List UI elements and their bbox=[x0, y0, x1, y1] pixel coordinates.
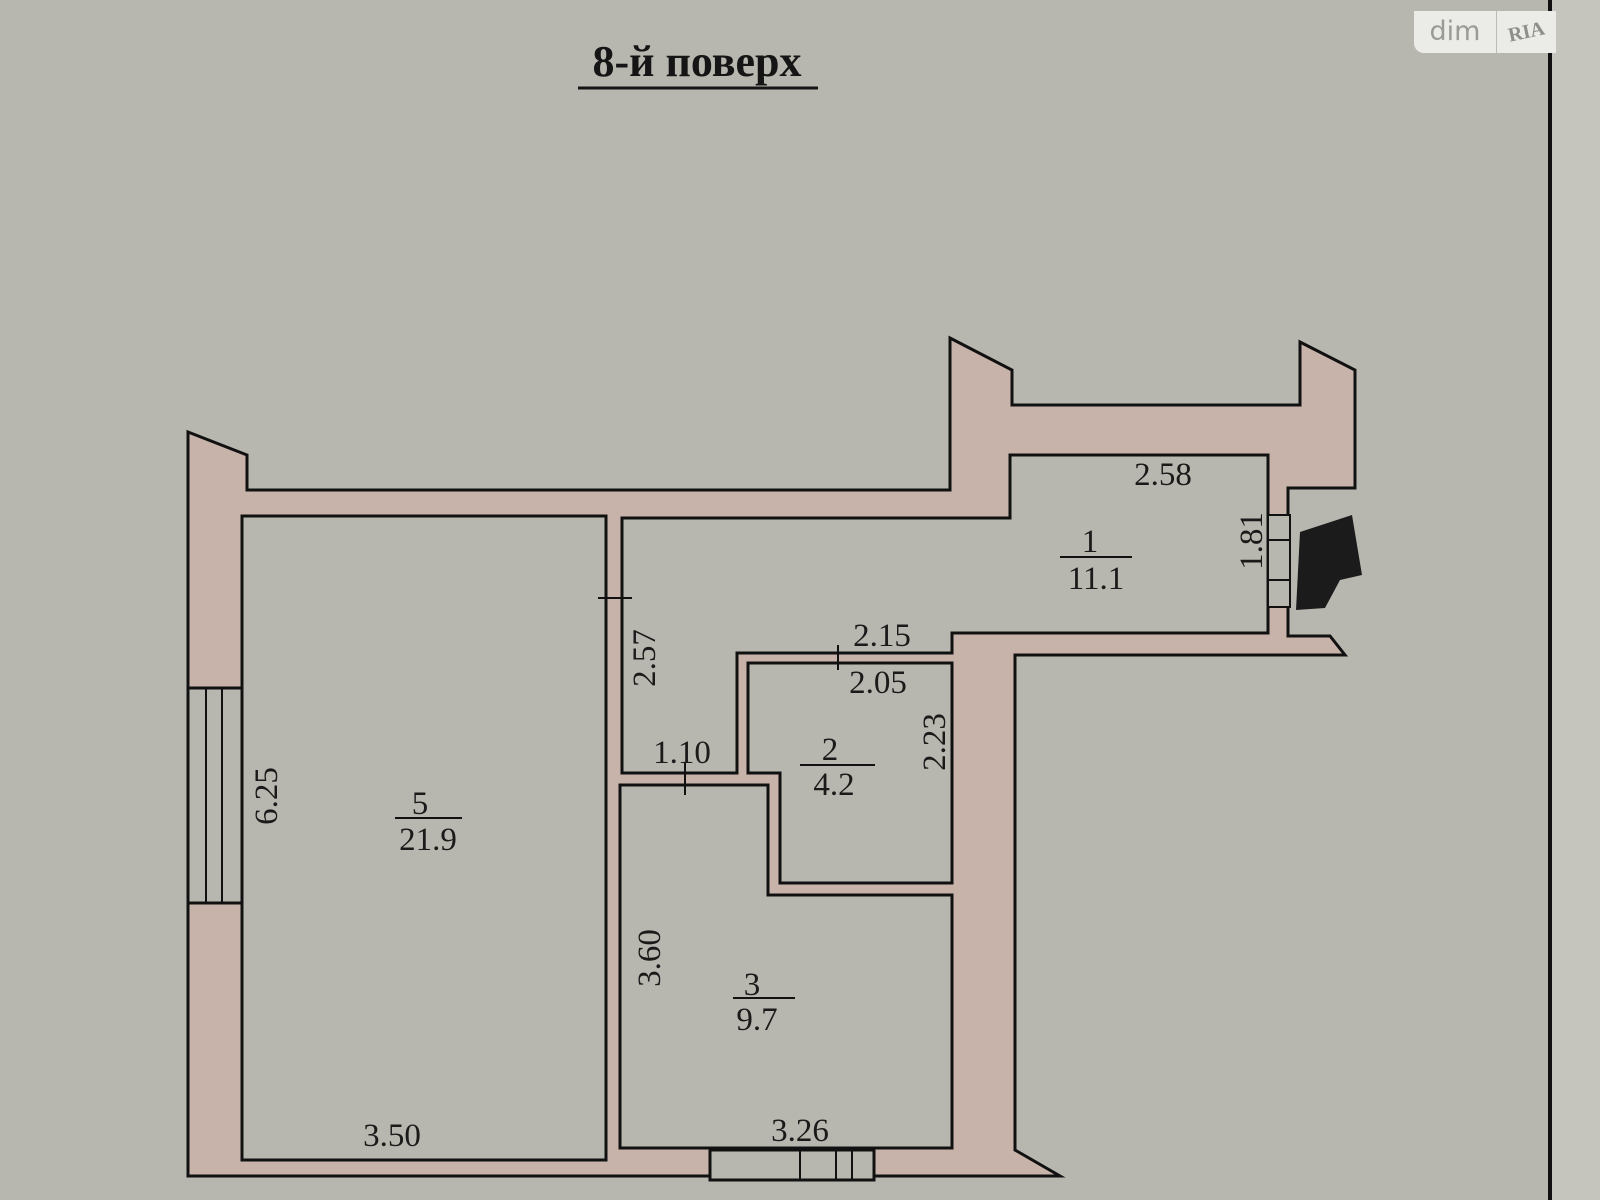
dim-2-05: 2.05 bbox=[849, 665, 907, 701]
dim-3-26: 3.26 bbox=[771, 1113, 829, 1149]
room-2-number: 2 bbox=[822, 732, 839, 768]
room-5 bbox=[240, 514, 608, 1162]
room-2-area: 4.2 bbox=[813, 767, 854, 803]
room-3-number: 3 bbox=[744, 967, 761, 1003]
room-1-number: 1 bbox=[1082, 524, 1099, 560]
room-1-hallway bbox=[620, 453, 1270, 775]
watermark-dim: dim bbox=[1414, 11, 1497, 53]
dimension-ticks bbox=[395, 556, 1132, 999]
dim-1-81: 1.81 bbox=[1234, 512, 1270, 570]
dim-2-23: 2.23 bbox=[917, 713, 953, 771]
dim-2-15: 2.15 bbox=[853, 618, 911, 654]
dim-6-25: 6.25 bbox=[249, 767, 285, 825]
entrance-door bbox=[1267, 514, 1291, 608]
room-5-number: 5 bbox=[412, 786, 429, 822]
room-5-area: 21.9 bbox=[399, 822, 457, 858]
room-3-area: 9.7 bbox=[736, 1002, 777, 1038]
room-2 bbox=[746, 661, 954, 885]
watermark-logo: dim RIA bbox=[1414, 11, 1556, 53]
window-bottom bbox=[708, 1148, 876, 1182]
window-left bbox=[186, 686, 244, 905]
redacted-mark bbox=[1296, 515, 1362, 610]
dim-3-50: 3.50 bbox=[363, 1118, 421, 1154]
watermark-ria: RIA bbox=[1506, 16, 1547, 47]
floor-title: 8-й поверх bbox=[592, 37, 801, 86]
page-margin bbox=[1552, 0, 1600, 1200]
room-3 bbox=[618, 783, 954, 1150]
dim-1-10: 1.10 bbox=[653, 735, 711, 771]
dim-3-60: 3.60 bbox=[632, 929, 668, 987]
room-1-area: 11.1 bbox=[1068, 561, 1125, 597]
dim-2-58: 2.58 bbox=[1134, 457, 1192, 493]
dim-2-57: 2.57 bbox=[627, 629, 663, 687]
